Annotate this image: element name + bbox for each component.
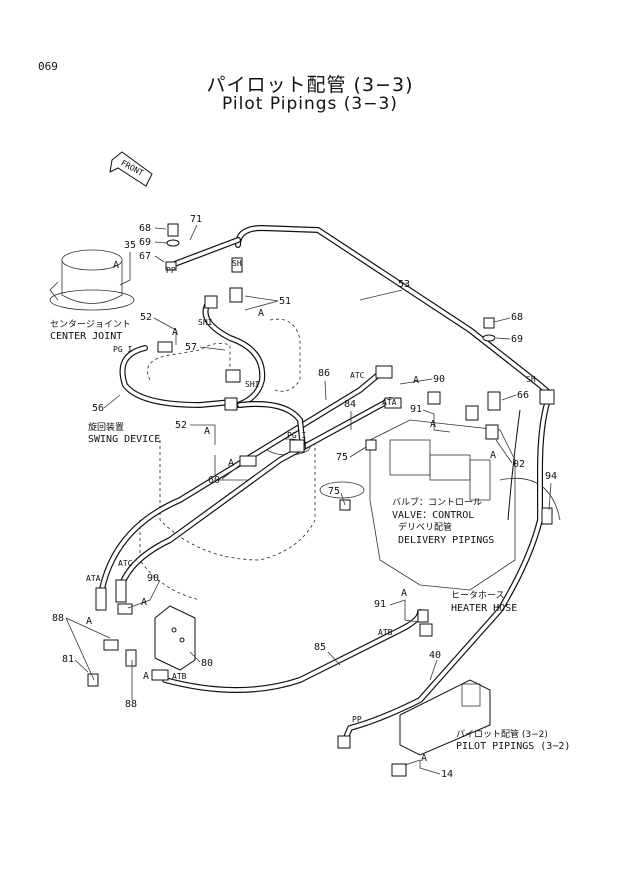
ref-a: A <box>204 426 210 437</box>
port-shi: SHI <box>245 380 260 389</box>
heater-hose-label-en: HEATER HOSE <box>451 603 517 614</box>
ref-a-labels: A A A A A A A A A A A A A <box>86 260 496 764</box>
ref-a: A <box>172 327 178 338</box>
part-60: 60 <box>208 475 220 486</box>
hose-84 <box>117 397 393 593</box>
ref-a: A <box>430 419 436 430</box>
part-51: 51 <box>279 296 291 307</box>
part-40: 40 <box>429 650 441 661</box>
part-88b: 88 <box>125 699 137 710</box>
port-labels: PP SH SHI PG I SHI ATC ATA SH PG I ATA A… <box>86 259 536 724</box>
page-title-en: Pilot Pipings (3−3) <box>222 94 398 114</box>
fittings <box>87 223 555 777</box>
center-joint-label-jp: センタージョイント <box>50 319 131 330</box>
part-90b: 90 <box>147 573 159 584</box>
part-80: 80 <box>201 658 213 669</box>
ref-a: A <box>258 308 264 319</box>
port-shi: SHI <box>198 318 213 327</box>
part-66: 66 <box>517 390 529 401</box>
port-pgi: PG I <box>113 345 132 354</box>
hose-85 <box>162 609 423 693</box>
port-atc: ATC <box>350 371 365 380</box>
part-56: 56 <box>92 403 104 414</box>
heater-hose <box>507 409 521 521</box>
port-sh: SH <box>232 259 242 268</box>
component-labels: センタージョイント CENTER JOINT 旋回装置 SWING DEVICE… <box>50 319 570 752</box>
control-valve-label-jp: バルブ：コントロール <box>392 496 482 508</box>
port-atb: ATB <box>172 672 187 681</box>
port-ata: ATA <box>86 574 101 583</box>
part-53: 53 <box>398 279 410 290</box>
part-90a: 90 <box>433 374 445 385</box>
page-number: 069 <box>38 60 58 73</box>
bracket-3-2 <box>399 679 491 756</box>
part-84: 84 <box>344 399 356 410</box>
part-numbers: 68 71 69 35 67 53 51 52 57 86 90 84 66 9… <box>52 214 557 780</box>
part-57: 57 <box>185 342 197 353</box>
ref-a: A <box>413 375 419 386</box>
page-title-jp: パイロット配管 (3−3) <box>206 74 414 96</box>
swing-device-label-en: SWING DEVICE <box>88 434 160 445</box>
part-68b: 68 <box>511 312 523 323</box>
part-68a: 68 <box>139 223 151 234</box>
part-88a: 88 <box>52 613 64 624</box>
hose-56 <box>119 345 235 408</box>
ref-a: A <box>143 671 149 682</box>
control-valve-label-en: VALVE：CONTROL <box>392 510 474 521</box>
ref-a: A <box>490 450 496 461</box>
part-35: 35 <box>124 240 136 251</box>
ref-a: A <box>113 260 119 271</box>
part-14: 14 <box>441 769 453 780</box>
center-joint-label-en: CENTER JOINT <box>50 331 122 342</box>
part-69b: 69 <box>511 334 523 345</box>
hose-57 <box>202 297 266 408</box>
port-atc: ATC <box>118 559 133 568</box>
port-sh: SH <box>526 375 536 384</box>
ref-a: A <box>421 753 427 764</box>
part-85: 85 <box>314 642 326 653</box>
pilot-pipings-3-2-label-en: PILOT PIPINGS (3−2) <box>456 741 570 752</box>
port-pgi: PG I <box>287 431 306 440</box>
part-94: 94 <box>545 471 557 482</box>
part-75a: 75 <box>336 452 348 463</box>
delivery-pipings-label-en: DELIVERY PIPINGS <box>398 535 494 546</box>
leader-lines <box>65 224 552 775</box>
port-pp: PP <box>166 266 176 275</box>
part-75b: 75 <box>328 486 340 497</box>
part-91b: 91 <box>374 599 386 610</box>
part-71: 71 <box>190 214 202 225</box>
port-ata: ATA <box>382 398 397 407</box>
part-91a: 91 <box>410 404 422 415</box>
hose-71 <box>169 237 241 268</box>
ref-a: A <box>228 458 234 469</box>
part-52a: 52 <box>140 312 152 323</box>
swing-device-label-jp: 旋回装置 <box>88 421 124 433</box>
hose-86 <box>97 372 381 603</box>
ref-a: A <box>86 616 92 627</box>
pilot-block-80 <box>154 605 196 671</box>
hose-53 <box>235 225 551 395</box>
part-67: 67 <box>139 251 151 262</box>
front-arrow: FRONT <box>109 151 153 187</box>
port-atb: ATB <box>378 628 393 637</box>
ref-a: A <box>401 588 407 599</box>
part-52b: 52 <box>175 420 187 431</box>
part-69a: 69 <box>139 237 151 248</box>
part-02: 02 <box>513 459 525 470</box>
port-pp: PP <box>352 715 362 724</box>
hose-40 <box>342 397 551 743</box>
pilot-pipings-3-2-label-jp: パイロット配管 (3−2) <box>456 728 548 740</box>
hose-swing-pg <box>237 401 306 451</box>
ref-a: A <box>141 597 147 608</box>
center-joint-ghost <box>49 249 135 311</box>
heater-hose-label-jp: ヒータホース <box>451 590 505 601</box>
delivery-pipings-label-jp: デリベリ配管 <box>398 521 452 533</box>
part-86: 86 <box>318 368 330 379</box>
part-81: 81 <box>62 654 74 665</box>
control-valve-ghost <box>369 419 561 591</box>
